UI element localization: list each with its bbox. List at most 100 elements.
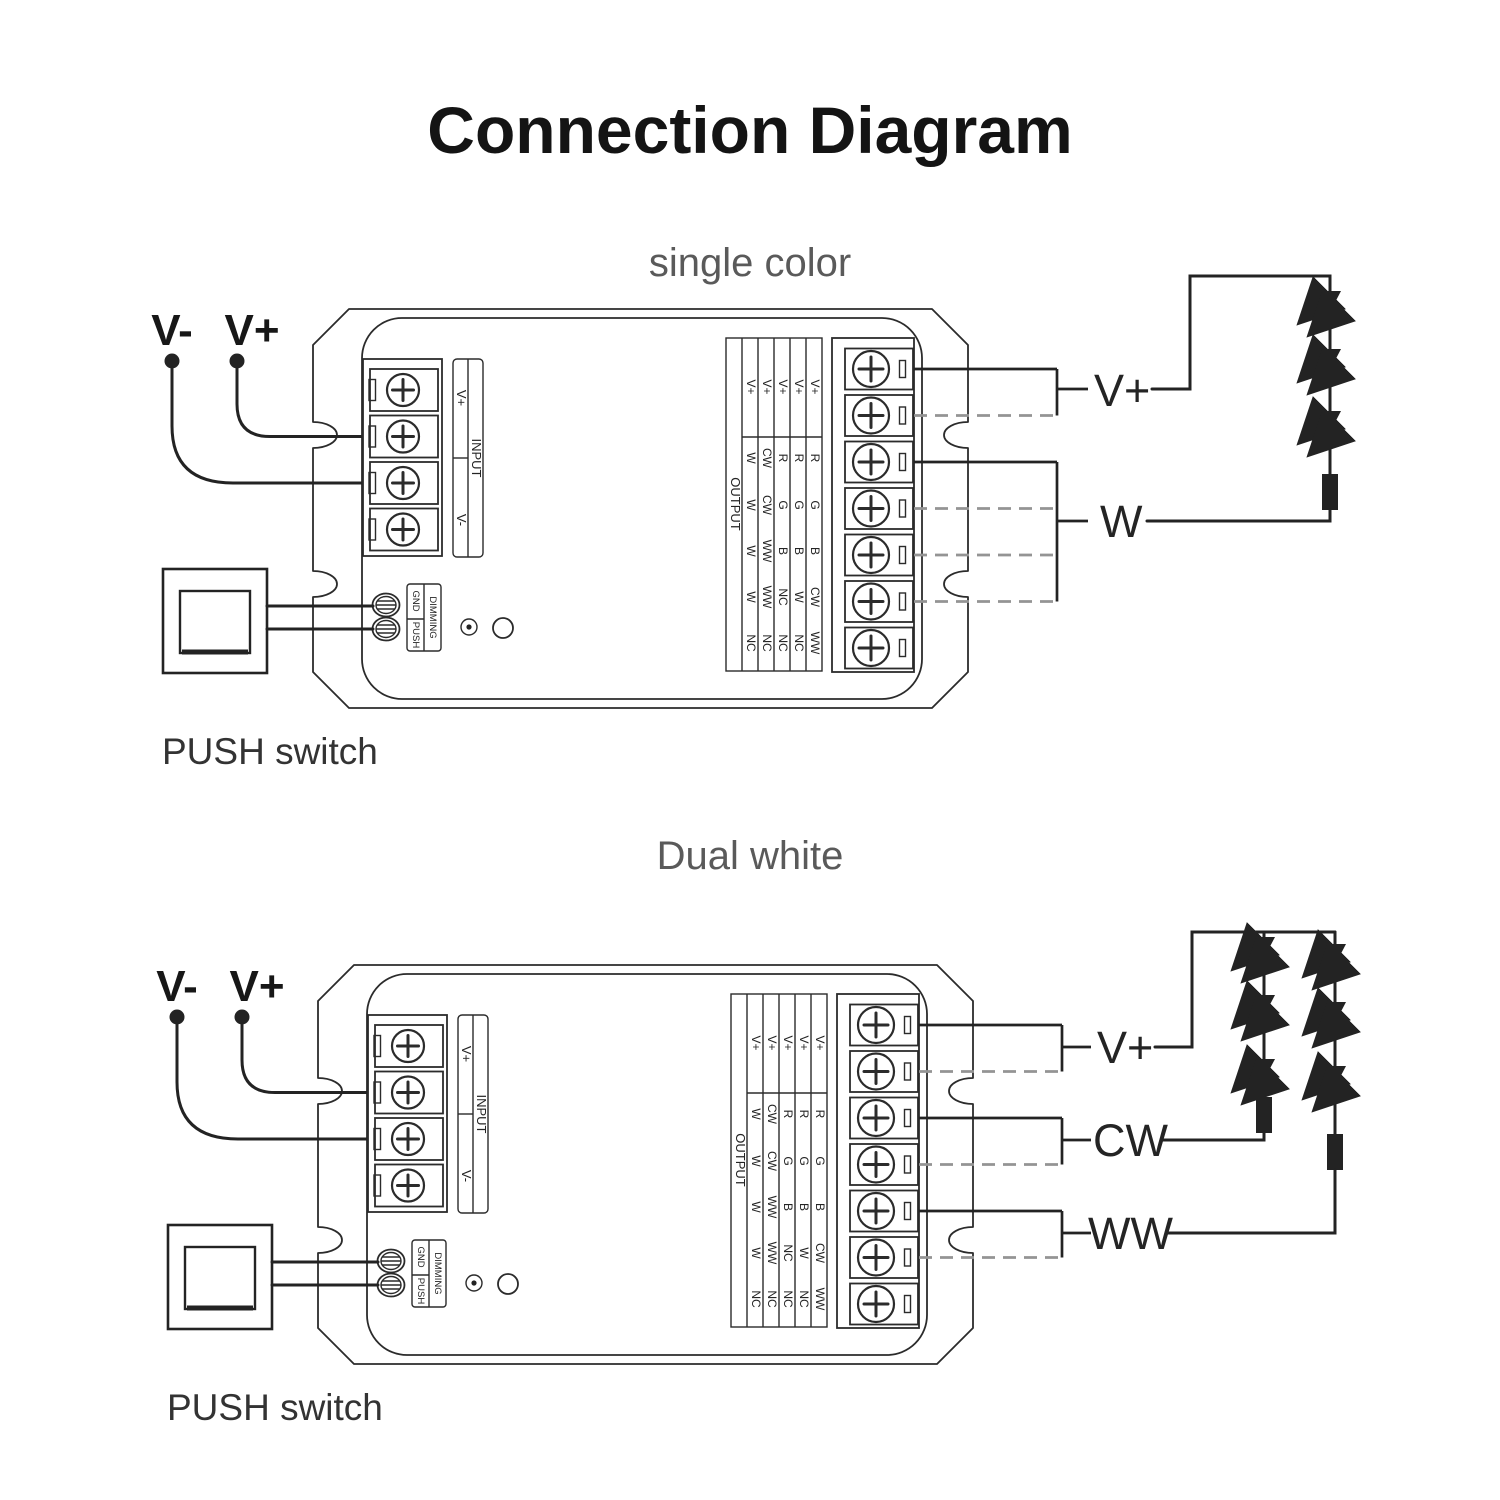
table-cell: R bbox=[808, 454, 822, 463]
output-label-vplus: V+ bbox=[1097, 1022, 1153, 1073]
output-circuit-dual-white: V+ CW WW bbox=[919, 930, 1348, 1259]
dimmer-screw-icon bbox=[371, 592, 401, 618]
terminal-screw-icon bbox=[851, 442, 891, 482]
terminal-screw-icon bbox=[385, 465, 421, 501]
input-terminal-block bbox=[367, 1014, 448, 1213]
page-title: Connection Diagram bbox=[427, 93, 1072, 167]
table-cell: WW bbox=[813, 1288, 827, 1311]
table-cell: NC bbox=[781, 1244, 795, 1262]
table-cell: NC bbox=[797, 1290, 811, 1308]
push-switch-caption: PUSH switch bbox=[162, 731, 378, 772]
table-cell: G bbox=[781, 1156, 795, 1165]
status-led bbox=[465, 1274, 483, 1292]
clamp-slot bbox=[898, 452, 907, 472]
table-cell: W bbox=[797, 1247, 811, 1259]
terminal-screw-icon bbox=[856, 1191, 896, 1231]
terminal-screw-icon bbox=[385, 512, 421, 547]
table-cell: G bbox=[792, 500, 806, 509]
table-cell: W bbox=[749, 1247, 763, 1259]
terminal-screw-icon bbox=[851, 628, 891, 668]
table-cell: R bbox=[781, 1110, 795, 1119]
supply-negative-label: V- bbox=[156, 962, 198, 1011]
terminal-screw-icon bbox=[856, 1145, 896, 1184]
terminal-screw-icon bbox=[856, 1098, 896, 1138]
clamp-slot bbox=[898, 499, 907, 518]
output-label-cw: CW bbox=[1093, 1115, 1168, 1166]
wire-led-return bbox=[1161, 1131, 1266, 1142]
resistor bbox=[1327, 1134, 1343, 1170]
input-vminus-label: V- bbox=[459, 1170, 474, 1182]
table-cell: V+ bbox=[808, 379, 822, 394]
table-cell: R bbox=[792, 454, 806, 463]
table-cell: B bbox=[776, 547, 790, 555]
table-cell: V+ bbox=[776, 379, 790, 394]
terminal-screw-icon bbox=[390, 1028, 426, 1064]
table-cell: B bbox=[792, 547, 806, 555]
table-cell: V+ bbox=[760, 379, 774, 394]
table-cell: NC bbox=[792, 634, 806, 652]
resistor bbox=[1256, 1097, 1272, 1133]
supply-positive-wire bbox=[235, 366, 372, 438]
terminal-screw-icon bbox=[851, 349, 891, 389]
supply-negative-label: V- bbox=[151, 306, 193, 355]
table-cell: W bbox=[749, 1108, 763, 1120]
table-cell: W bbox=[744, 499, 758, 511]
subtitle-single-color: single color bbox=[649, 241, 851, 285]
output-table-title: OUTPUT bbox=[728, 477, 743, 531]
supply-negative-wire bbox=[175, 1022, 377, 1141]
subtitle-dual-white: Dual white bbox=[657, 834, 844, 878]
supply-negative-wire bbox=[170, 366, 372, 485]
wire-led-return bbox=[1145, 508, 1332, 523]
clamp-slot bbox=[373, 1034, 382, 1058]
led-icon bbox=[1237, 936, 1277, 977]
input-vminus-label: V- bbox=[454, 514, 469, 526]
input-vplus-label: V+ bbox=[459, 1046, 474, 1062]
led-icon bbox=[1303, 410, 1343, 451]
table-cell: R bbox=[813, 1110, 827, 1119]
clamp-slot bbox=[373, 1174, 382, 1197]
supply-positive-wire bbox=[240, 1022, 377, 1094]
table-cell: V+ bbox=[781, 1035, 795, 1050]
clamp-slot bbox=[903, 1062, 912, 1081]
clamp-slot bbox=[368, 378, 377, 402]
table-cell: G bbox=[776, 500, 790, 509]
table-cell: NC bbox=[749, 1290, 763, 1308]
push-switch bbox=[166, 1223, 380, 1331]
output-table: OUTPUT V+ V+ V+ V+ V+ W W W W NC CW CW W… bbox=[725, 337, 823, 672]
led-icon bbox=[1308, 1001, 1348, 1042]
push-label: PUSH bbox=[410, 622, 421, 649]
table-cell: R bbox=[797, 1110, 811, 1119]
table-cell: G bbox=[808, 500, 822, 509]
table-cell: W bbox=[792, 591, 806, 603]
case-outline bbox=[317, 964, 974, 1365]
led-icon bbox=[1237, 1058, 1277, 1099]
table-cell: CW bbox=[760, 495, 774, 516]
dimmer-screw-icon bbox=[376, 1248, 406, 1274]
clamp-slot bbox=[898, 638, 907, 658]
table-cell: V+ bbox=[744, 379, 758, 394]
table-cell: W bbox=[744, 545, 758, 557]
table-cell: NC bbox=[776, 634, 790, 652]
table-cell: B bbox=[813, 1203, 827, 1211]
table-cell: V+ bbox=[797, 1035, 811, 1050]
table-cell: NC bbox=[744, 634, 758, 652]
table-cell: W bbox=[749, 1155, 763, 1167]
dimming-terminals: GND PUSH DIMMING bbox=[371, 583, 442, 652]
table-cell: B bbox=[781, 1203, 795, 1211]
input-terminal-block bbox=[362, 358, 443, 557]
clamp-slot bbox=[903, 1015, 912, 1035]
supply-positive-dot bbox=[229, 353, 245, 369]
clamp-slot bbox=[898, 359, 907, 379]
table-cell: CW bbox=[760, 448, 774, 469]
table-cell: CW bbox=[808, 587, 822, 608]
function-button bbox=[497, 1273, 519, 1295]
terminal-screw-icon bbox=[851, 535, 891, 575]
clamp-slot bbox=[898, 592, 907, 611]
led-string-cw bbox=[1161, 930, 1277, 1142]
table-cell: B bbox=[808, 547, 822, 555]
wire-led-return bbox=[1166, 1168, 1337, 1235]
terminal-screw-icon bbox=[390, 1168, 426, 1203]
output-label-vplus: V+ bbox=[1094, 365, 1150, 416]
input-vplus-label: V+ bbox=[454, 390, 469, 406]
terminal-screw-icon bbox=[856, 1052, 896, 1091]
